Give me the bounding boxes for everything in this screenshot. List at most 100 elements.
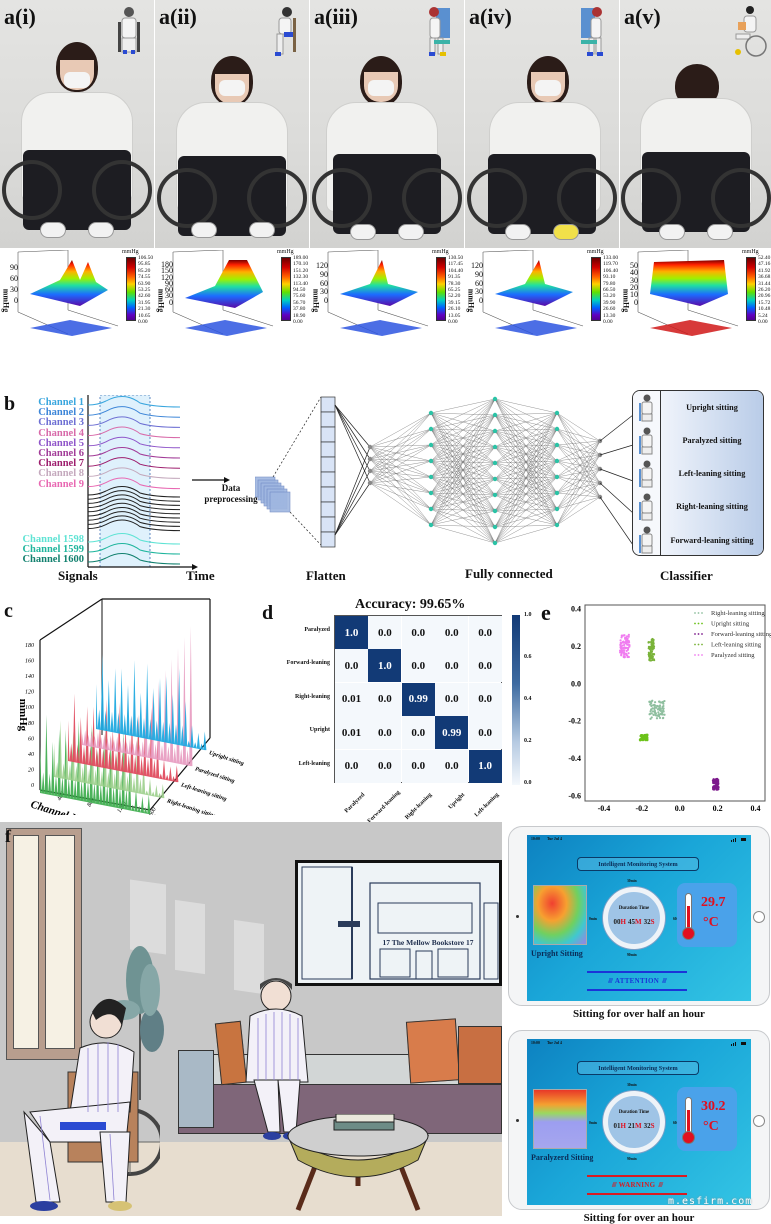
thermometer-bulb-icon bbox=[682, 927, 695, 940]
z-tick: 20 bbox=[630, 282, 638, 292]
bookstore-poster: 17 The Mellow Bookstore 17 bbox=[295, 860, 502, 986]
colorbar-tick: 0.00 bbox=[603, 319, 613, 326]
scatter-point bbox=[649, 717, 652, 720]
alert-banner: ////ATTENTION//// bbox=[587, 971, 687, 991]
flatten-label: Flatten bbox=[306, 568, 346, 583]
z-tick: 30 bbox=[10, 285, 18, 294]
status-time: 10:00 bbox=[531, 837, 540, 841]
flatten-cell bbox=[320, 531, 336, 548]
colorbar bbox=[746, 257, 756, 321]
confusion-cell: 0.0 bbox=[435, 649, 469, 683]
scatter-point bbox=[624, 636, 627, 640]
colorbar-tick: 85.20 bbox=[138, 267, 151, 274]
classifier-class-label: Left-leaning sitting bbox=[661, 457, 763, 490]
series-area bbox=[68, 693, 179, 783]
colorbar-tick: 79.80 bbox=[603, 280, 616, 287]
confusion-cell: 0.0 bbox=[401, 716, 435, 750]
scatter-point bbox=[653, 707, 656, 711]
channel-label: Channel 1599 bbox=[22, 544, 84, 555]
channel-signal bbox=[87, 507, 181, 519]
signals-axis-label: Signals bbox=[58, 568, 98, 583]
classifier-label: Classifier bbox=[660, 568, 713, 583]
confusion-cell: 0.0 bbox=[401, 749, 435, 783]
scatter-point bbox=[655, 717, 659, 720]
classifier-row: Upright sitting bbox=[633, 391, 763, 425]
scatter-point bbox=[663, 699, 666, 703]
colorbar-tick: 56.70 bbox=[293, 299, 306, 306]
series-area bbox=[82, 626, 193, 767]
colorbar-tick: 106.40 bbox=[603, 267, 619, 274]
neuron-node bbox=[492, 476, 498, 482]
z-tick: 40 bbox=[630, 268, 638, 278]
x-tick-label: 0.0 bbox=[675, 804, 685, 813]
colorbar-unit: mmHg bbox=[277, 249, 294, 255]
panel-label-b: b bbox=[4, 393, 16, 415]
pressure-surface bbox=[495, 260, 573, 306]
colorbar-tick: 13.30 bbox=[603, 312, 616, 319]
scatter-series bbox=[619, 633, 631, 659]
channel-signal bbox=[87, 426, 181, 439]
scatter-point bbox=[657, 715, 661, 718]
home-button[interactable] bbox=[753, 911, 765, 923]
colorbar-tick: 5.24 bbox=[758, 312, 768, 319]
neuron-node bbox=[492, 540, 498, 546]
dial-tick-label: 0min bbox=[589, 917, 597, 921]
colorbar-tick: 170.10 bbox=[293, 261, 309, 268]
neuron-node bbox=[428, 506, 434, 512]
colorbar-tick: 1.0 bbox=[524, 612, 532, 618]
person-photo bbox=[467, 0, 617, 248]
home-button[interactable] bbox=[753, 1115, 765, 1127]
scatter-point bbox=[652, 713, 655, 716]
scatter-point bbox=[649, 700, 653, 703]
scatter-point bbox=[651, 707, 654, 710]
z-tick: 50 bbox=[630, 261, 638, 270]
channel-label: Channel 3 bbox=[38, 417, 84, 429]
preprocess-arrow bbox=[192, 477, 230, 483]
channel-signal bbox=[87, 467, 181, 479]
colorbar-tick: 0.0 bbox=[524, 780, 532, 786]
colorbar-tick: 26.60 bbox=[603, 306, 616, 313]
scatter-point bbox=[712, 786, 715, 789]
y-tick-label: -0.2 bbox=[568, 717, 581, 726]
thermometer-bulb-icon bbox=[682, 1131, 695, 1144]
pressure-projection bbox=[650, 320, 732, 336]
panel-c-chart: 020406080100120140160180mmHgChannel Numb… bbox=[17, 598, 244, 815]
legend-label: Paralyzed sitting bbox=[711, 652, 755, 659]
classifier-row: Paralyzed sitting bbox=[633, 424, 763, 458]
status-date: Tue Jul 4 bbox=[547, 1041, 562, 1045]
scatter-point bbox=[627, 635, 630, 638]
tablet-caption: Sitting for over half an hour bbox=[573, 1008, 705, 1020]
column-label: Paralyzed bbox=[343, 792, 367, 815]
series-area bbox=[54, 720, 165, 799]
alert-banner: ////WARNING//// bbox=[587, 1175, 687, 1195]
colorbar-unit: mmHg bbox=[742, 249, 759, 255]
scatter-point bbox=[661, 713, 664, 716]
scatter-point bbox=[622, 651, 625, 654]
stripe-icon: //// bbox=[658, 1181, 663, 1189]
seated-person bbox=[238, 972, 318, 1142]
colorbar-tick: 31.95 bbox=[138, 299, 151, 306]
scatter-point bbox=[648, 656, 652, 659]
scatter-point bbox=[619, 651, 622, 654]
scatter-point bbox=[659, 709, 663, 713]
z-tick: 90 bbox=[320, 269, 328, 279]
colorbar-tick: 53.25 bbox=[138, 287, 151, 294]
neuron-node bbox=[554, 522, 560, 528]
watermark: m.esfirm.com bbox=[668, 1196, 753, 1207]
scatter-point bbox=[620, 634, 623, 637]
confusion-cell: 0.0 bbox=[335, 649, 368, 683]
scatter-point bbox=[661, 701, 664, 704]
posture-figure-icon bbox=[633, 457, 661, 490]
colorbar bbox=[436, 257, 446, 321]
z-tick: 90 bbox=[475, 269, 483, 279]
duration-minutes: 21 bbox=[627, 1122, 635, 1130]
scatter-point bbox=[627, 652, 630, 655]
channel-signal bbox=[87, 406, 181, 418]
colorbar bbox=[126, 257, 136, 321]
time-axis-label: Time bbox=[186, 568, 215, 583]
dial-tick-label: 0min bbox=[589, 1121, 597, 1125]
